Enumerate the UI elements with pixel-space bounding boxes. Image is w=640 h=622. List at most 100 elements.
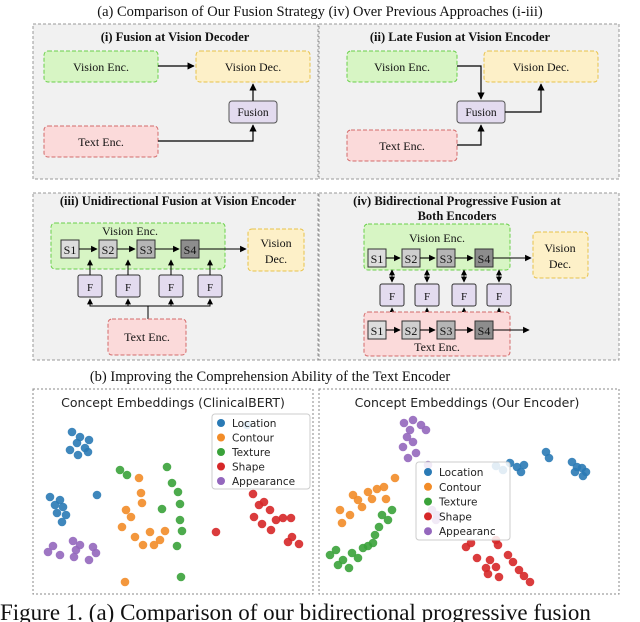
vision-decoder-label-2: Dec.: [265, 252, 287, 266]
scatter-point-texture-0-2: [162, 462, 172, 472]
scatter-point-location-0-15: [92, 490, 102, 500]
scatter-point-texture-1-4: [344, 563, 354, 573]
arrow-tenc-to-fusion: [457, 124, 485, 146]
svg-text:S1: S1: [371, 324, 384, 338]
scatter-point-contour-0-2: [137, 498, 147, 508]
legend-label-appearanc: Appearanc: [439, 526, 496, 538]
legend-right: [415, 461, 511, 541]
scatter-point-texture-0-10: [176, 572, 186, 582]
svg-text:S4: S4: [478, 252, 491, 266]
scatter-point-shape-1-10: [514, 565, 524, 575]
stage-s1-label: S1: [64, 243, 77, 257]
scatter-point-location-1-7: [544, 453, 554, 463]
scatter-point-contour-0-10: [155, 535, 165, 545]
scatter-point-appearance-1-5: [402, 432, 412, 442]
scatter-point-texture-1-12: [377, 510, 387, 520]
vision-encoder-box: [346, 50, 458, 83]
vision-encoder-label: Vision Enc.: [102, 224, 158, 238]
panel-iii-title: (iii) Unidirectional Fusion at Vision En…: [60, 194, 297, 208]
fusion-label: Fusion: [237, 107, 269, 119]
scatter-point-texture-0-4: [173, 487, 183, 497]
scatter-point-appearance-0-2: [55, 550, 65, 560]
scatter-point-shape-1-5: [483, 569, 493, 579]
legend-marker-location: [217, 419, 225, 427]
scatter-point-location-0-14: [57, 517, 67, 527]
scatter-point-location-0-12: [52, 508, 62, 518]
scatter-point-contour-0-9: [149, 540, 159, 550]
scatter-point-location-0-10: [50, 500, 60, 510]
vision-decoder-label: Vision Dec.: [225, 60, 282, 74]
scatter-point-appearance-0-8: [84, 555, 94, 565]
svg-text:S2: S2: [405, 252, 418, 266]
vision-decoder-box: [532, 231, 589, 279]
scatter-point-appearance-1-1: [405, 425, 415, 435]
scatter-point-shape-1-11: [519, 571, 529, 581]
scatter-point-texture-1-13: [383, 515, 393, 525]
svg-text:F: F: [125, 282, 131, 294]
text-encoder-label: Text Enc.: [124, 330, 170, 344]
scatter-right-title: Concept Embeddings (Our Encoder): [355, 395, 580, 410]
scatter-point-appearance-1-8: [411, 448, 421, 458]
legend-marker-contour: [424, 482, 432, 491]
legend-marker-texture: [217, 448, 225, 456]
stage-s2-label: S2: [102, 243, 115, 257]
scatter-point-contour-1-2: [357, 502, 367, 512]
svg-text:F: F: [207, 282, 213, 294]
scatter-point-location-0-6: [73, 450, 83, 460]
legend-label-appearance: Appearance: [232, 476, 295, 488]
scatter-point-texture-1-1: [331, 545, 341, 555]
scatter-point-shape-0-9: [286, 513, 296, 523]
scatter-point-texture-0-1: [122, 470, 132, 480]
vision-encoder-label: Vision Enc.: [73, 60, 129, 74]
arrow-tenc-to-fusion: [158, 124, 257, 142]
scatter-point-appearance-0-0: [43, 547, 53, 557]
scatter-point-appearance-1-7: [398, 442, 408, 452]
vision-decoder-label-1: Vision: [544, 241, 575, 255]
svg-text:F: F: [168, 282, 174, 294]
scatter-point-appearance-1-4: [421, 425, 431, 435]
scatter-point-appearance-0-1: [48, 541, 58, 551]
legend-marker-shape: [217, 462, 225, 471]
legend-marker-location: [424, 468, 432, 476]
scatter-point-shape-0-11: [294, 539, 304, 549]
vision-decoder-label-1: Vision: [260, 236, 291, 250]
vision-decoder-box: [483, 50, 599, 83]
svg-text:F: F: [87, 282, 93, 294]
text-encoder-label: Text Enc.: [78, 135, 124, 149]
scatter-point-location-0-5: [65, 445, 75, 455]
legend-left: [211, 413, 311, 490]
scatter-point-contour-1-6: [379, 482, 389, 492]
scatter-left-title: Concept Embeddings (ClinicalBERT): [61, 395, 285, 410]
stage-s3-label: S3: [140, 243, 153, 257]
scatter-point-appearance-1-9: [403, 453, 413, 463]
fusion-block-1: [379, 283, 405, 307]
scatter-point-shape-1-7: [494, 572, 504, 582]
legend-label-location: Location: [232, 418, 276, 430]
scatter-point-texture-0-6: [157, 504, 167, 514]
legend-label-texture: Texture: [438, 497, 477, 509]
scatter-point-shape-1-1: [466, 538, 476, 548]
scatter-point-shape-0-0: [248, 489, 258, 499]
figure-caption: Figure 1. (a) Comparison of our bidirect…: [0, 600, 591, 622]
scatter-point-contour-1-7: [381, 494, 391, 504]
scatter-point-location-1-4: [516, 467, 526, 477]
scatter-point-appearance-0-9: [69, 552, 79, 562]
svg-text:S3: S3: [440, 324, 453, 338]
scatter-point-contour-0-3: [121, 505, 131, 515]
scatter-points: [43, 415, 591, 587]
section-a-title: (a) Comparison of Our Fusion Strategy (i…: [97, 4, 543, 20]
legend-marker-texture: [424, 497, 432, 506]
scatter-point-texture-1-11: [374, 522, 384, 532]
fusion-block-3: [451, 283, 477, 307]
svg-text:S2: S2: [405, 324, 418, 338]
scatter-point-contour-1-9: [335, 505, 345, 515]
text-encoder-label: Text Enc.: [414, 340, 460, 354]
scatter-point-texture-0-7: [175, 515, 185, 525]
scatter-point-contour-0-0: [134, 473, 144, 483]
scatter-point-location-0-3: [72, 438, 82, 448]
scatter-point-texture-0-5: [175, 499, 185, 509]
scatter-point-shape-0-2: [259, 497, 269, 507]
scatter-point-texture-0-9: [172, 541, 182, 551]
vision-encoder-label: Vision Enc.: [409, 231, 465, 245]
